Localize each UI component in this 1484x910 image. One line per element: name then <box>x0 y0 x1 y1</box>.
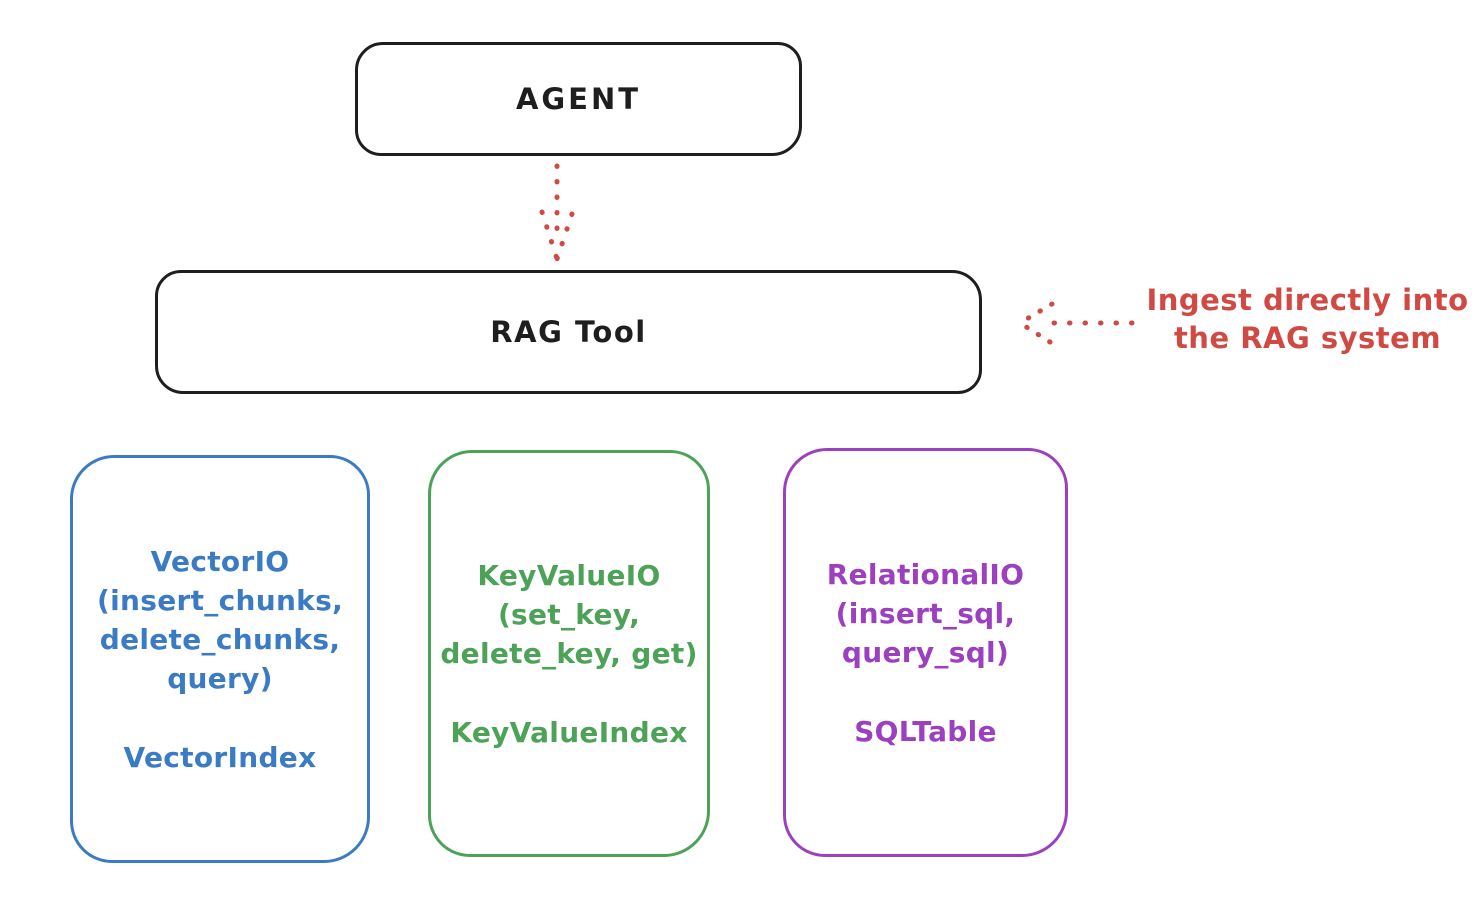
ingest-annotation: Ingest directly into the RAG system <box>1135 281 1480 357</box>
vector-io-box: VectorIO (insert_chunks, delete_chunks, … <box>70 455 370 863</box>
annotation-dotted-arrow-icon <box>1017 301 1135 345</box>
agent-node: AGENT <box>355 42 802 156</box>
sql-table-label: SQLTable <box>854 714 997 748</box>
rag-tool-label: RAG Tool <box>490 315 647 349</box>
ingest-annotation-line1: Ingest directly into <box>1146 283 1469 317</box>
agent-to-rag-dotted-arrow-icon <box>539 163 575 262</box>
keyvalue-io-label: KeyValueIO (set_key, delete_key, get) <box>440 558 698 670</box>
keyvalue-io-box: KeyValueIO (set_key, delete_key, get) Ke… <box>428 450 710 857</box>
rag-tool-node: RAG Tool <box>155 270 982 394</box>
relational-io-box: RelationalIO (insert_sql, query_sql) SQL… <box>783 448 1068 857</box>
relational-io-label: RelationalIO (insert_sql, query_sql) <box>826 557 1025 669</box>
ingest-annotation-line2: the RAG system <box>1173 321 1442 355</box>
agent-label: AGENT <box>515 82 642 116</box>
keyvalue-index-label: KeyValueIndex <box>450 715 688 749</box>
vector-index-label: VectorIndex <box>123 740 317 774</box>
vector-io-label: VectorIO (insert_chunks, delete_chunks, … <box>97 544 343 695</box>
